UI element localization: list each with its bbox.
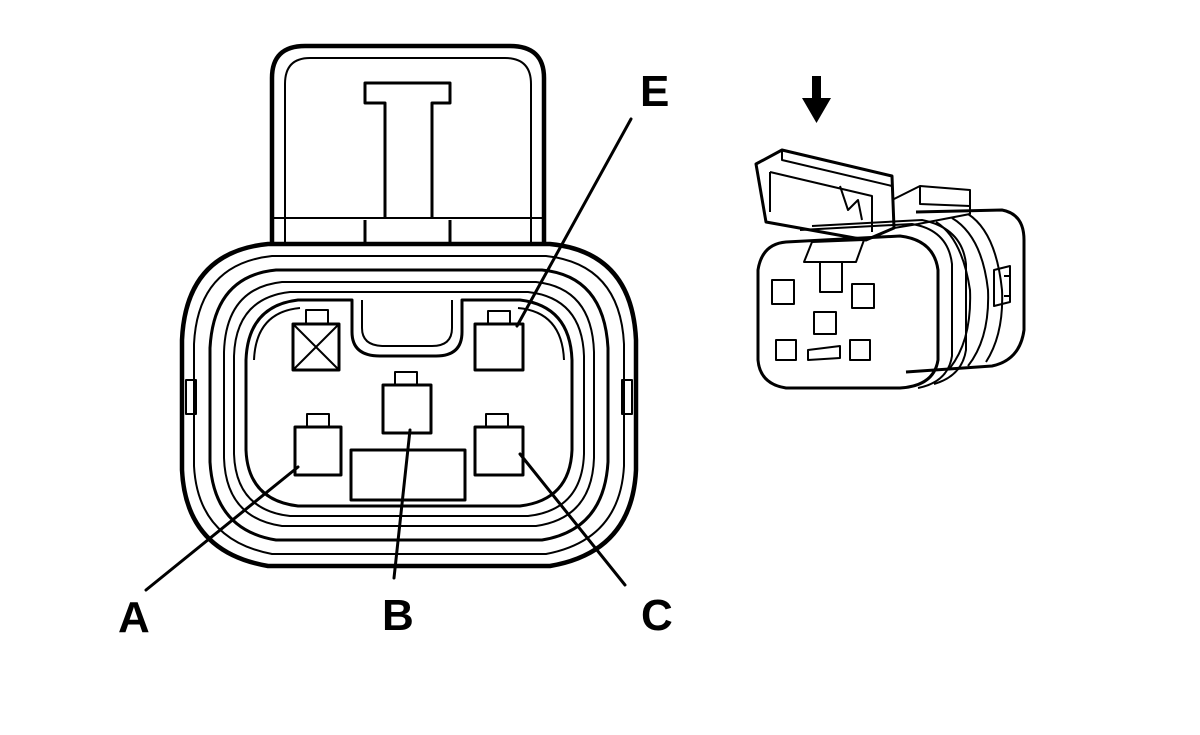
seal-rings	[208, 268, 610, 542]
latch-isometric	[754, 148, 971, 242]
connector-isometric-view	[754, 76, 1026, 390]
cavity-e	[473, 310, 525, 372]
front-face-isometric	[756, 219, 967, 390]
connector-body	[905, 208, 1026, 374]
callout-label-a: A	[118, 593, 150, 642]
callout-label-c: C	[641, 591, 673, 640]
cavity-a	[293, 413, 343, 477]
crossed-box-icon	[292, 323, 340, 371]
leader-line-a	[144, 465, 300, 592]
cavity-b	[381, 371, 433, 435]
down-arrow-icon	[802, 76, 831, 123]
callout-label-b: B	[382, 591, 414, 640]
leader-line-b	[392, 428, 412, 580]
outer-housing	[179, 241, 639, 569]
locking-latch	[269, 43, 547, 243]
leader-line-c	[518, 452, 627, 587]
leader-line-e	[515, 117, 633, 328]
cavity-unused	[291, 309, 341, 372]
connector-face-view: E A B C	[118, 43, 673, 642]
callout-label-e: E	[640, 67, 669, 116]
cavity-c	[473, 413, 525, 477]
